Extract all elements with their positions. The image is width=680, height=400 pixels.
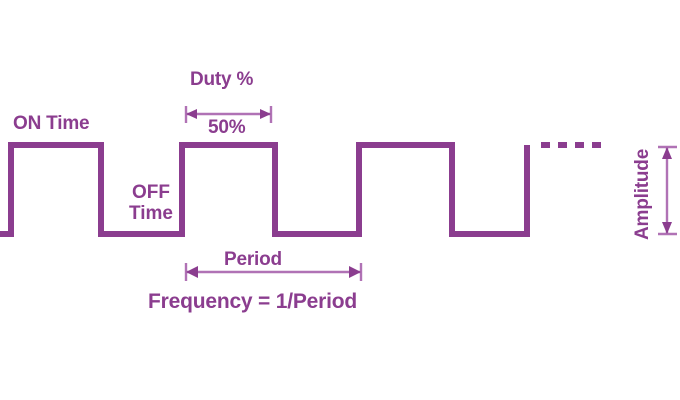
pwm-waveform-path	[0, 142, 530, 237]
off-time-label-line1: OFF	[132, 182, 170, 203]
duty-dimension-line	[184, 106, 273, 123]
period-dimension-line	[184, 263, 363, 281]
amplitude-dimension-line	[658, 145, 677, 236]
period-label: Period	[224, 249, 282, 270]
duty-percent-label: Duty %	[190, 69, 254, 90]
amplitude-label: Amplitude	[632, 148, 653, 240]
off-time-label-line2: Time	[128, 203, 173, 225]
on-time-label: ON Time	[13, 113, 90, 134]
frequency-formula-label: Frequency = 1/Period	[148, 290, 357, 313]
duty-percent-value: 50%	[208, 117, 246, 138]
off-time-label: OFF Time	[115, 182, 187, 225]
